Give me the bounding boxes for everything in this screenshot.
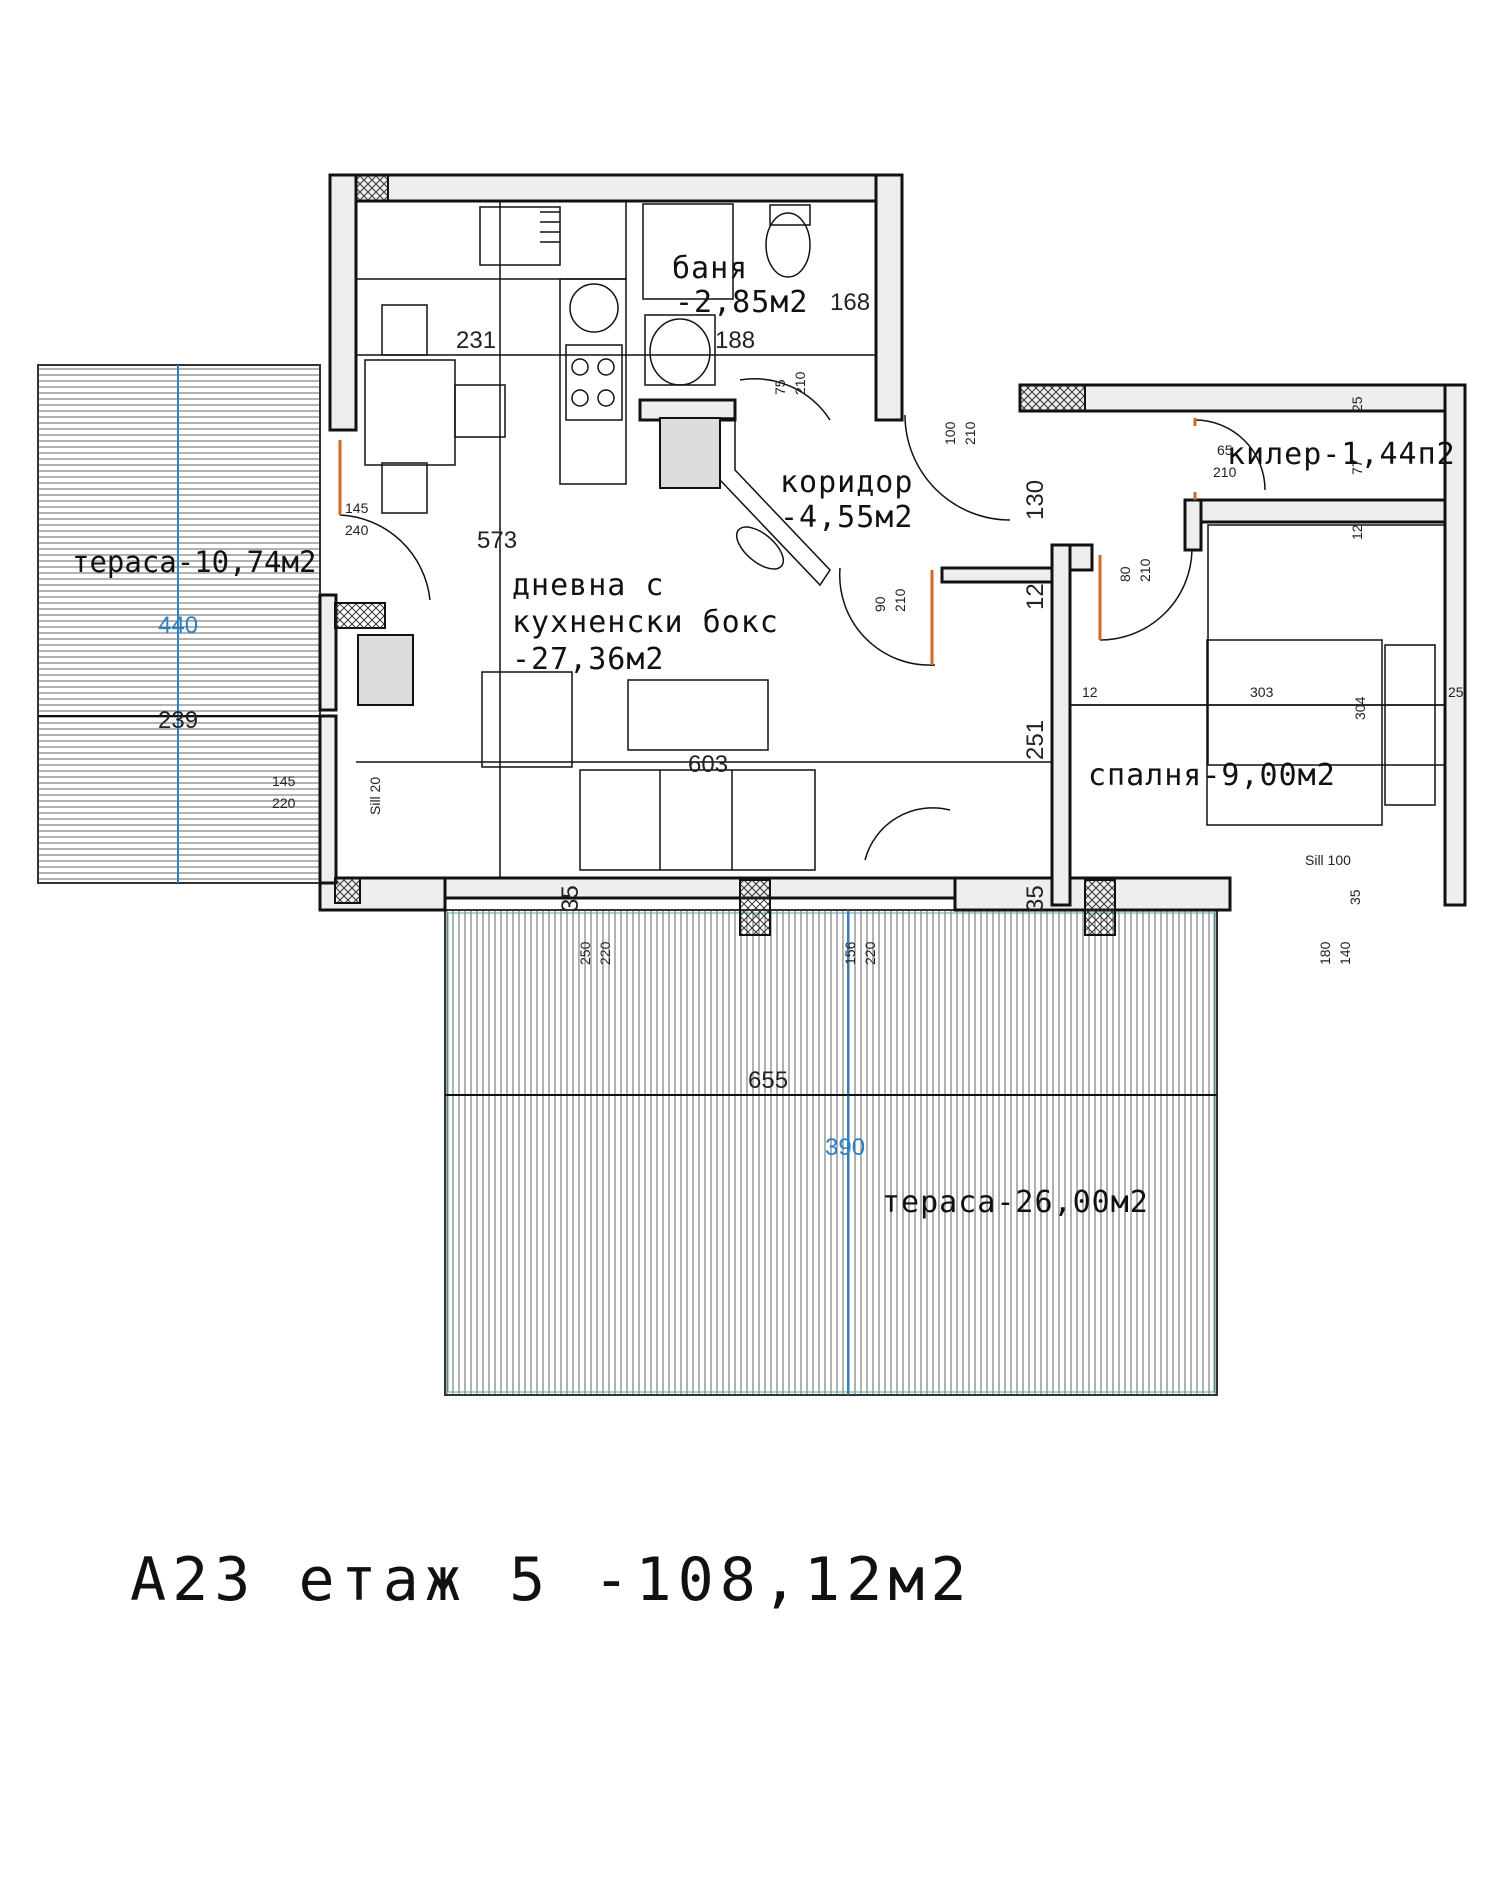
- dim-35b: 35: [1022, 885, 1049, 912]
- dim-12c: 12: [1349, 524, 1365, 540]
- dim-573: 573: [477, 527, 517, 554]
- dim-231: 231: [456, 327, 496, 354]
- win-w: 145: [272, 773, 296, 789]
- dim-655: 655: [748, 1067, 788, 1094]
- dim-603: 603: [688, 751, 728, 778]
- corridor-name: коридор: [780, 465, 913, 500]
- corridor-area: -4,55м2: [780, 500, 913, 535]
- bath-door-w: 75: [772, 379, 788, 395]
- bal2-w: 156: [842, 941, 858, 965]
- corr-door-h: 210: [962, 421, 978, 445]
- bedroom-name: спалня-9,00м2: [1088, 758, 1336, 793]
- bathroom-name: баня: [672, 251, 748, 286]
- living-name-1: дневна с: [512, 568, 665, 603]
- dim-25b: 25: [1349, 396, 1365, 412]
- plan-title: А23 етаж 5 -108,12м2: [130, 1545, 972, 1615]
- pan-door-h: 210: [1213, 464, 1237, 480]
- living-area: -27,36м2: [512, 642, 665, 677]
- dimension-lines: [38, 354, 1445, 1096]
- bal1-w: 250: [577, 941, 593, 965]
- bed-door-w: 80: [1117, 566, 1133, 582]
- dim-168: 168: [830, 289, 870, 316]
- living-name-2: кухненски бокс: [512, 605, 779, 640]
- bath-door-h: 210: [792, 371, 808, 395]
- dim-304: 304: [1352, 696, 1368, 720]
- bedwin-h: 140: [1337, 941, 1353, 965]
- door-swings: [339, 378, 1266, 861]
- bedwin-w: 180: [1317, 941, 1333, 965]
- corr-door-w: 100: [942, 421, 958, 445]
- dim-12b: 12: [1082, 684, 1098, 700]
- terrace-large-name: тераса-26,00м2: [882, 1185, 1149, 1220]
- dim-130: 130: [1022, 480, 1049, 520]
- columns: [334, 174, 1116, 936]
- bathroom-area: -2,85м2: [675, 285, 808, 320]
- pantry-name: килер-1,44п2: [1227, 437, 1456, 472]
- ter-door-w: 145: [345, 500, 369, 516]
- ter-door-h: 240: [345, 522, 369, 538]
- dim-35a: 35: [557, 885, 584, 912]
- dim-303: 303: [1250, 684, 1274, 700]
- pan-door-w: 65: [1217, 442, 1233, 458]
- bal1-h: 220: [597, 941, 613, 965]
- bed-door-h: 210: [1137, 558, 1153, 582]
- bal2-h: 220: [862, 941, 878, 965]
- dim-390: 390: [825, 1134, 865, 1161]
- dim-25a: 25: [1448, 684, 1464, 700]
- win-sill: Sill 20: [367, 777, 383, 815]
- terrace-small-name: тераса-10,74м2: [72, 545, 316, 579]
- liv-door-w: 90: [872, 596, 888, 612]
- dim-77: 77: [1349, 459, 1365, 475]
- liv-door-h: 210: [892, 588, 908, 612]
- dim-251: 251: [1022, 720, 1049, 760]
- win-h: 220: [272, 795, 296, 811]
- dim-35c: 35: [1347, 889, 1363, 905]
- door-leaves: [338, 418, 1197, 665]
- dim-239: 239: [158, 707, 198, 734]
- dim-188: 188: [715, 327, 755, 354]
- dim-440: 440: [158, 612, 198, 639]
- dim-12a: 12: [1022, 583, 1049, 610]
- bedwin-sill: Sill 100: [1305, 852, 1351, 868]
